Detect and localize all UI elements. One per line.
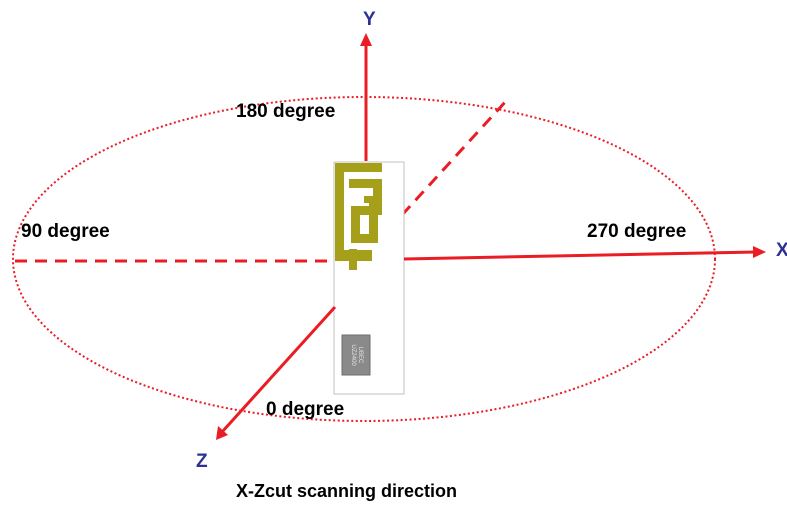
x-axis <box>403 250 757 261</box>
angle-label-180: 180 degree <box>236 101 336 122</box>
diagonal-dashed-line <box>400 98 509 217</box>
z-axis <box>220 305 337 434</box>
figure-caption: X-Zcut scanning direction <box>236 481 458 501</box>
scan-ellipse <box>12 96 716 422</box>
chip-label-line-2: UZ2400 <box>350 344 356 366</box>
y-axis-arrowhead <box>360 33 372 46</box>
x-axis-label: X <box>776 240 787 261</box>
z-axis-arrowhead <box>216 426 228 440</box>
chip <box>341 334 371 376</box>
z-axis-label: Z <box>196 451 208 472</box>
angle-label-0: 0 degree <box>266 399 345 420</box>
chip-label: UBEC UZ2400 <box>335 340 377 370</box>
angle-label-90: 90 degree <box>21 221 110 242</box>
angle-label-270: 270 degree <box>587 221 687 242</box>
x-axis-arrowhead <box>753 246 766 258</box>
y-axis-label: Y <box>363 9 376 30</box>
chip-label-line-1: UBEC <box>357 346 363 364</box>
antenna-pattern <box>335 163 382 270</box>
